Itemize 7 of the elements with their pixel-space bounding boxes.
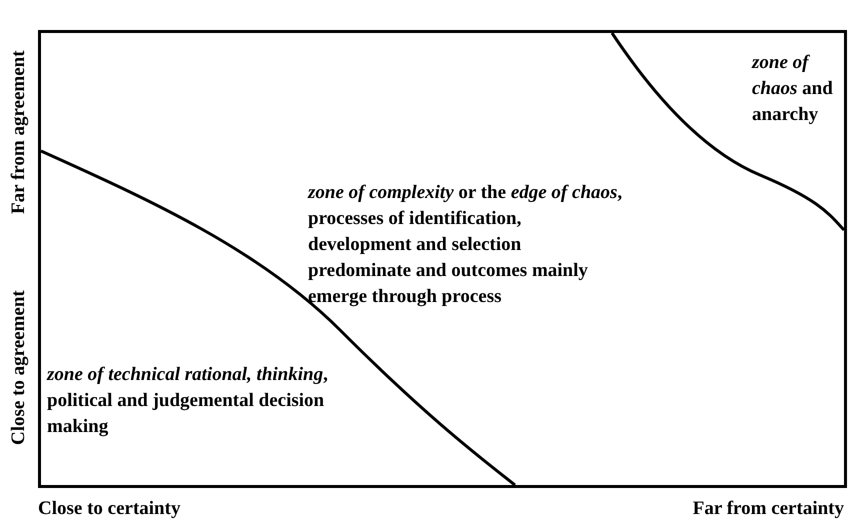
axis-label: Close to certainty: [38, 497, 180, 521]
zone-label: zone of technical rational, thinking, political and judgemental decision making: [47, 363, 329, 439]
axis-label: Far from certainty: [692, 497, 844, 521]
axis-label: Close to agreement: [8, 289, 30, 447]
zone-label: zone of complexity or the edge of chaos, processes of identification, development and selection predominate and outcomes mainly emerge through process: [308, 181, 624, 309]
axis-label: Far from agreement: [8, 50, 30, 216]
zone-label: zone of chaos and anarchy: [752, 51, 834, 127]
